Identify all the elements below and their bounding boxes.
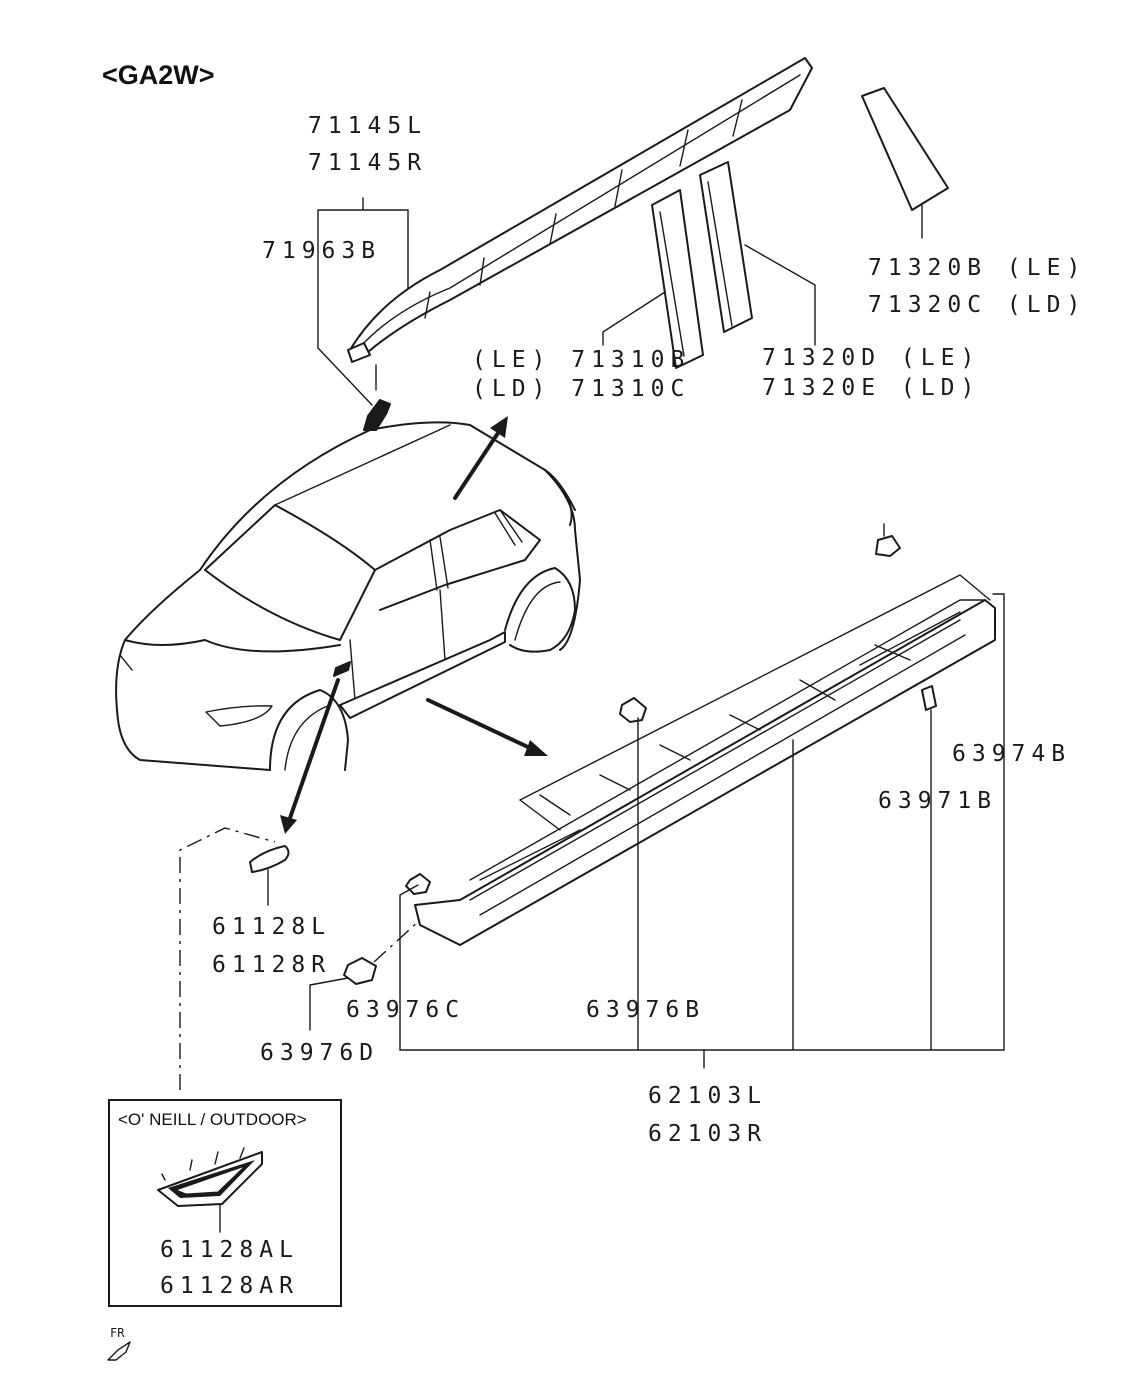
label-63976b: 63976B: [586, 997, 705, 1023]
front-direction-indicator: FR: [107, 1326, 131, 1361]
label-71310c: (LD) 71310C: [472, 376, 690, 402]
model-code-title: <GA2W>: [102, 60, 215, 90]
label-63976d: 63976D: [260, 1040, 379, 1066]
label-63971b: 63971B: [878, 788, 997, 814]
label-63974b: 63974B: [952, 741, 1071, 767]
label-62103l: 62103L: [648, 1083, 767, 1109]
label-71320d: 71320D (LE): [762, 345, 980, 371]
front-arrow-icon: [107, 1341, 131, 1361]
arrow-to-turn-lamp: [280, 678, 340, 834]
arrow-to-pillars: [453, 416, 508, 500]
roof-molding-part: [347, 57, 813, 363]
clip-63974b-part: [875, 523, 901, 557]
leader-lines: [179, 197, 1005, 1090]
label-61128l: 61128L: [212, 914, 331, 940]
side-sill-part: [414, 574, 996, 946]
b-pillar-rear-part: [699, 161, 753, 333]
c-pillar-part: [861, 87, 949, 211]
side-turn-lamp-part: [249, 845, 290, 873]
label-71320c: 71320C (LD): [868, 292, 1086, 318]
label-61128al: 61128AL: [160, 1237, 299, 1263]
clip-63976c-part: [405, 873, 431, 895]
variant-box-title: <O' NEILL / OUTDOOR>: [118, 1110, 307, 1129]
front-label: FR: [110, 1326, 125, 1340]
label-71310b: (LE) 71310B: [472, 347, 690, 373]
clip-63976b-part: [619, 697, 647, 723]
vehicle-outline: [115, 421, 581, 771]
label-71145r: 71145R: [308, 150, 427, 176]
roof-molding-clip-part: [363, 399, 391, 431]
variant-turn-lamp-part: [157, 1147, 263, 1207]
variant-box: <O' NEILL / OUTDOOR> 61128AL 61128AR: [108, 1099, 342, 1307]
b-pillar-front-part: [651, 189, 704, 369]
label-71963b: 71963B: [262, 238, 381, 264]
arrow-to-side-sill: [426, 698, 548, 756]
label-62103r: 62103R: [648, 1121, 767, 1147]
label-71320e: 71320E (LD): [762, 375, 980, 401]
label-71145l: 71145L: [308, 113, 427, 139]
label-61128r: 61128R: [212, 952, 331, 978]
label-63976c: 63976C: [346, 997, 465, 1023]
clip-63976d-part: [343, 957, 377, 985]
label-61128ar: 61128AR: [160, 1273, 299, 1299]
screw-63971b-part: [921, 685, 937, 711]
label-71320b: 71320B (LE): [868, 255, 1086, 281]
